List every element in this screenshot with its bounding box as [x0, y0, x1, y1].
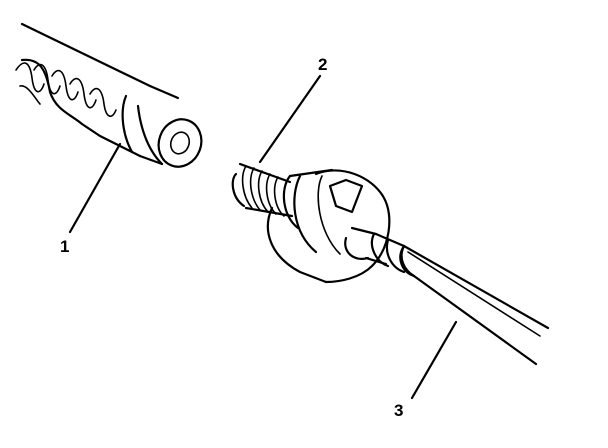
- rack-tooth-1: [15, 62, 45, 93]
- housing-left-curve: [293, 174, 318, 254]
- rack-end-face: [157, 118, 203, 168]
- leader-line-1: [68, 142, 122, 234]
- rack-collar-inner: [136, 104, 164, 166]
- stud-end: [231, 172, 246, 208]
- callout-label-2: 2: [318, 55, 327, 74]
- thread-3: [257, 170, 269, 213]
- rack-collar-ring: [121, 94, 134, 154]
- rack-top-edge: [20, 22, 152, 88]
- rack-tooth-4: [69, 77, 97, 109]
- rack-collar-bottom: [138, 154, 164, 166]
- rack-tooth-edge: [19, 85, 41, 105]
- housing-flat: [328, 178, 364, 214]
- rack-bottom-edge: [20, 58, 142, 158]
- shaft-start: [399, 244, 416, 278]
- leader-line-3: [410, 320, 458, 400]
- neck-top: [350, 226, 378, 236]
- shaft-bottom-edge: [412, 274, 538, 366]
- stud-top: [238, 162, 292, 184]
- neck-ring: [370, 232, 390, 268]
- rack-collar-top: [148, 84, 180, 100]
- thread-2: [249, 167, 261, 211]
- neck-step-top: [374, 232, 406, 248]
- rack-tooth-2: [33, 63, 61, 95]
- tie-rod-shaft-part-3: [399, 244, 550, 366]
- callout-label-3: 3: [394, 401, 403, 420]
- flange-left: [282, 174, 300, 230]
- shaft-top-edge: [402, 244, 550, 330]
- neck-base: [344, 236, 370, 260]
- callout-label-1: 1: [60, 237, 69, 256]
- neck-ring-2: [385, 238, 406, 274]
- shaft-highlight: [407, 251, 541, 337]
- housing-outer-bottom: [266, 206, 328, 284]
- leader-line-2: [258, 74, 322, 164]
- rack-tooth-5: [89, 87, 117, 117]
- thread-5: [273, 176, 285, 217]
- housing-outer-right: [314, 169, 391, 284]
- thread-1: [241, 165, 253, 209]
- tie-rod-socket-part-2: [231, 162, 416, 284]
- thread-4: [265, 173, 277, 215]
- rack-end-part-1: [15, 22, 203, 168]
- rack-end-bore: [169, 131, 191, 155]
- stud-bottom: [244, 206, 294, 218]
- rack-tooth-3: [51, 69, 79, 101]
- housing-edge-line: [317, 175, 341, 255]
